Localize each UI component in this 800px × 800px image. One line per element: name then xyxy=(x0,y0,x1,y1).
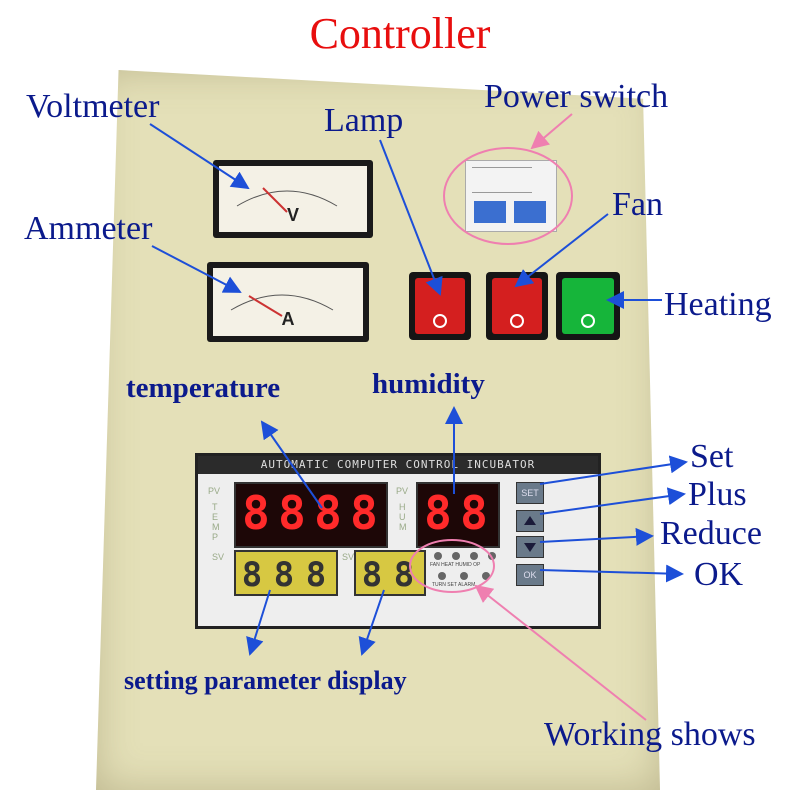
controller-header: AUTOMATIC COMPUTER CONTROL INCUBATOR xyxy=(198,456,598,474)
temperature-label: temperature xyxy=(126,372,281,404)
indicator-label: OP xyxy=(473,562,481,568)
humidity-label: humidity xyxy=(372,368,485,400)
breaker-label-plate xyxy=(472,167,532,193)
indicator-label: TURN xyxy=(432,582,446,588)
power-o-icon xyxy=(510,314,524,328)
voltmeter-scale xyxy=(236,187,338,213)
indicator-led xyxy=(452,552,460,560)
ok-arrow xyxy=(539,564,684,583)
sv-label-hum: SV xyxy=(342,552,355,562)
heating-label: Heating xyxy=(664,286,772,323)
reduce-label: Reduce xyxy=(660,515,762,552)
plus-label: Plus xyxy=(688,476,747,513)
voltmeter-arrow xyxy=(149,123,250,190)
reduce-arrow xyxy=(539,527,654,546)
fan-switch-face[interactable] xyxy=(492,278,542,334)
pv-label-temp: PV xyxy=(208,486,221,496)
humidity-display: 8 8 xyxy=(416,482,500,548)
working-shows-label: Working shows xyxy=(544,716,756,753)
temp-digit: 8 xyxy=(242,486,270,540)
indicator-label: FAN xyxy=(430,562,440,568)
fan-arrow xyxy=(514,213,609,288)
pv-label-hum: PV xyxy=(396,486,409,496)
set-label: Set xyxy=(690,438,734,475)
voltmeter-letter: V xyxy=(286,205,299,225)
power-switch-highlight xyxy=(443,147,573,245)
controller-panel xyxy=(96,70,660,790)
lamp-label: Lamp xyxy=(324,102,404,139)
page-title: Controller xyxy=(309,9,491,58)
ok-key[interactable]: OK xyxy=(516,564,544,586)
breaker-toggle-right[interactable] xyxy=(514,201,546,223)
ammeter: A xyxy=(207,262,369,342)
plus-key[interactable] xyxy=(516,510,544,532)
sv-digit: 8 xyxy=(361,555,383,595)
ammeter-arrow xyxy=(151,245,242,293)
fan-label: Fan xyxy=(612,186,663,223)
indicator-label: ALARM xyxy=(458,582,476,588)
temp-digit: 8 xyxy=(278,486,306,540)
indicator-led xyxy=(482,572,490,580)
indicator-led xyxy=(460,572,468,580)
sv-label-temp: SV xyxy=(212,552,225,562)
working-shows-arrow xyxy=(474,584,647,721)
indicator-led xyxy=(438,572,446,580)
lamp-arrow xyxy=(379,139,443,296)
indicator-label: HUMID xyxy=(455,562,472,568)
indicator-labels-top: FAN HEAT HUMID OP xyxy=(430,562,480,568)
hum-digit: 8 xyxy=(424,486,452,540)
set-arrow xyxy=(539,455,688,485)
ammeter-letter: A xyxy=(281,309,295,329)
power-switch[interactable] xyxy=(465,160,557,232)
indicator-label: SET xyxy=(447,582,457,588)
reduce-key[interactable] xyxy=(516,536,544,558)
sv-digit: 8 xyxy=(305,555,327,595)
sv-digit: 8 xyxy=(241,555,263,595)
breaker-toggle-left[interactable] xyxy=(474,201,506,223)
power-switch-arrow xyxy=(530,113,573,150)
temp-digit: 8 xyxy=(350,486,378,540)
heating-switch-face[interactable] xyxy=(562,278,614,334)
sv-digit: 8 xyxy=(273,555,295,595)
temp-setting-arrow xyxy=(246,589,271,656)
plus-arrow xyxy=(539,487,686,515)
set-key[interactable]: SET xyxy=(516,482,544,504)
power-switch-label: Power switch xyxy=(484,78,669,115)
working-indicators-highlight xyxy=(409,539,495,593)
hum-setting-arrow xyxy=(358,589,385,656)
temperature-arrow xyxy=(260,420,323,509)
setting-display-label: setting parameter display xyxy=(124,666,407,695)
triangle-up-icon xyxy=(524,516,536,525)
indicator-led xyxy=(470,552,478,560)
indicator-label: HEAT xyxy=(441,562,454,568)
power-o-icon xyxy=(433,314,447,328)
triangle-down-icon xyxy=(524,543,536,552)
temp-side-label: TEMP xyxy=(212,502,220,542)
temp-setting-display: 8 8 8 xyxy=(234,550,338,596)
temp-digit: 8 xyxy=(314,486,342,540)
indicator-labels-bottom: TURN SET ALARM xyxy=(432,582,475,588)
indicator-led xyxy=(434,552,442,560)
hum-setting-display: 8 8 xyxy=(354,550,426,596)
voltmeter-label: Voltmeter xyxy=(26,88,160,125)
hum-digit: 8 xyxy=(460,486,488,540)
power-o-icon xyxy=(581,314,595,328)
hum-side-label: HUM xyxy=(399,502,407,532)
heating-switch[interactable] xyxy=(556,272,620,340)
ammeter-scale xyxy=(230,294,334,317)
ok-label: OK xyxy=(694,556,744,593)
incubator-controller: AUTOMATIC COMPUTER CONTROL INCUBATOR PV … xyxy=(195,453,601,629)
ammeter-label: Ammeter xyxy=(24,210,153,247)
